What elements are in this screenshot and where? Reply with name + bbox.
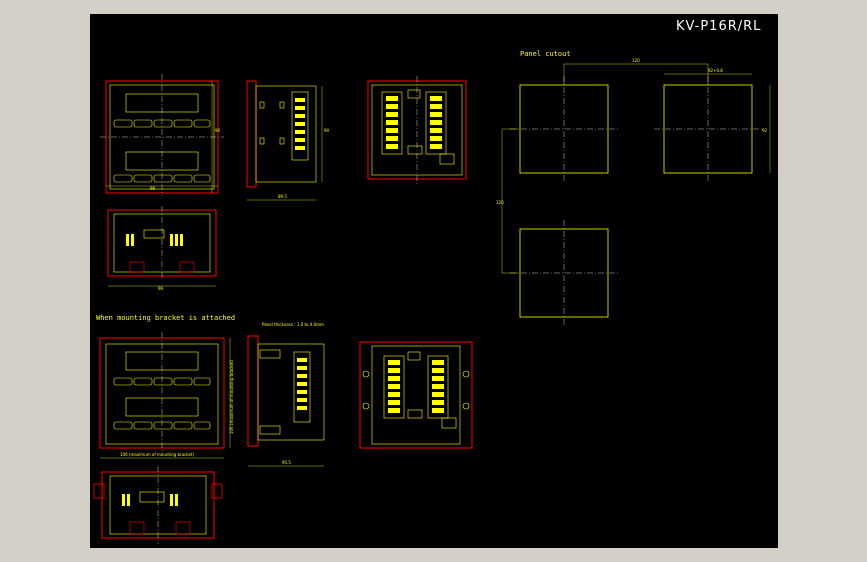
bracket-bottom-view bbox=[93, 466, 223, 544]
panel-cutout: Panel cutout 120 120 92+0.8 92 bbox=[496, 50, 771, 326]
bracket-front-view: 106 (maximum of mounting bracket) 106 (m… bbox=[99, 332, 234, 459]
cad-drawing-svg: KV-P16R/RL 96 96 bbox=[93, 19, 771, 544]
panel-cutout-label: Panel cutout bbox=[520, 50, 571, 58]
bottom-view: 96 bbox=[107, 206, 217, 291]
bracket-side-view: Panel thickness : 1.0 to 4.0mm 95.5 bbox=[247, 322, 325, 467]
svg-text:96: 96 bbox=[158, 286, 164, 291]
svg-text:120: 120 bbox=[496, 200, 504, 205]
side-view: 89.5 90 bbox=[246, 80, 330, 201]
svg-text:90: 90 bbox=[324, 128, 330, 133]
front-view: 96 96 bbox=[100, 74, 224, 196]
svg-text:95.5: 95.5 bbox=[282, 460, 291, 465]
svg-text:89.5: 89.5 bbox=[278, 194, 287, 199]
svg-text:106 (maximum of mounting brack: 106 (maximum of mounting bracket) bbox=[229, 360, 234, 434]
svg-text:106 (maximum of mounting brack: 106 (maximum of mounting bracket) bbox=[120, 452, 194, 457]
svg-text:120: 120 bbox=[632, 58, 640, 63]
cad-drawing-canvas[interactable]: KV-P16R/RL 96 96 bbox=[90, 14, 778, 548]
rear-view bbox=[367, 76, 467, 184]
bracket-rear-view bbox=[359, 341, 473, 449]
panel-thickness-note: Panel thickness : 1.0 to 4.0mm bbox=[262, 322, 324, 327]
svg-text:96: 96 bbox=[150, 186, 156, 191]
drawing-title: KV-P16R/RL bbox=[676, 19, 761, 34]
svg-text:96: 96 bbox=[215, 128, 221, 133]
svg-text:92: 92 bbox=[762, 128, 768, 133]
svg-text:92+0.8: 92+0.8 bbox=[708, 68, 723, 73]
mounting-bracket-label: When mounting bracket is attached bbox=[96, 314, 235, 322]
